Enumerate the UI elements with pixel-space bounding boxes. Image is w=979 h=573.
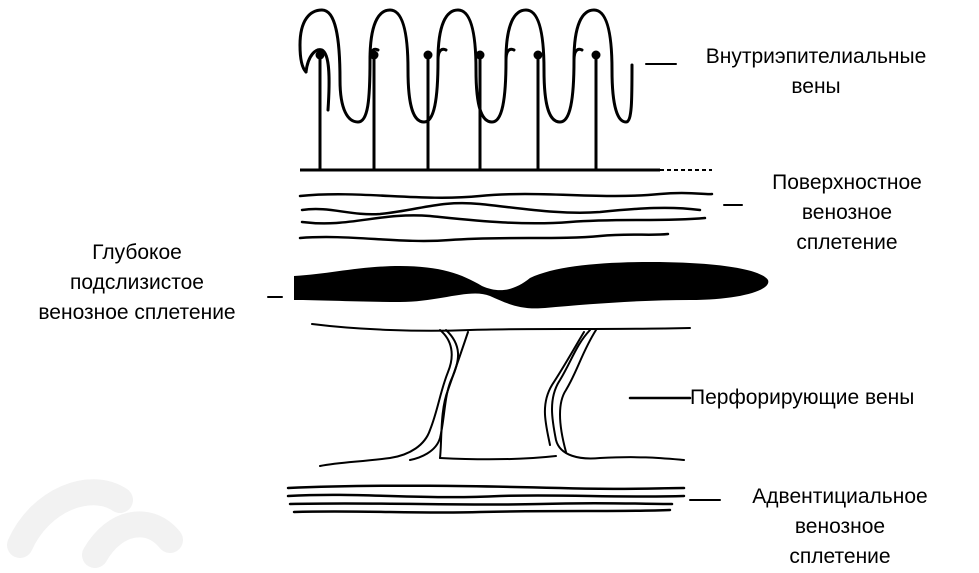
label-line: венозное: [752, 198, 942, 228]
label-line: Внутриэпителиальные: [680, 42, 952, 72]
perforating-veins: [312, 324, 690, 466]
intraepithelial-vein-dots: [316, 51, 601, 60]
label-intraepithelial-veins: Внутриэпителиальные вены: [680, 42, 952, 102]
deep-submucosal-plexus-band: [294, 262, 768, 308]
label-line: венозное сплетение: [2, 298, 272, 328]
superficial-venous-plexus: [300, 193, 712, 241]
adventitial-venous-plexus: [288, 486, 684, 513]
label-line: Поверхностное: [752, 168, 942, 198]
label-line: подслизистое: [2, 268, 272, 298]
capillary-loops: [300, 10, 632, 122]
label-line: венозное: [730, 512, 950, 542]
intraepithelial-veins: [300, 10, 632, 170]
label-line: Перфорирующие вены: [690, 383, 978, 413]
watermark: [20, 492, 170, 555]
label-line: сплетение: [730, 542, 950, 572]
label-perforating-veins: Перфорирующие вены: [690, 383, 978, 413]
label-deep-submucosal-plexus: Глубокое подслизистое венозное сплетение: [2, 238, 272, 328]
label-line: вены: [680, 72, 952, 102]
label-line: Глубокое: [2, 238, 272, 268]
label-superficial-plexus: Поверхностное венозное сплетение: [752, 168, 942, 258]
label-adventitial-plexus: Адвентициальное венозное сплетение: [730, 482, 950, 572]
label-line: Адвентициальное: [730, 482, 950, 512]
label-line: сплетение: [752, 228, 942, 258]
